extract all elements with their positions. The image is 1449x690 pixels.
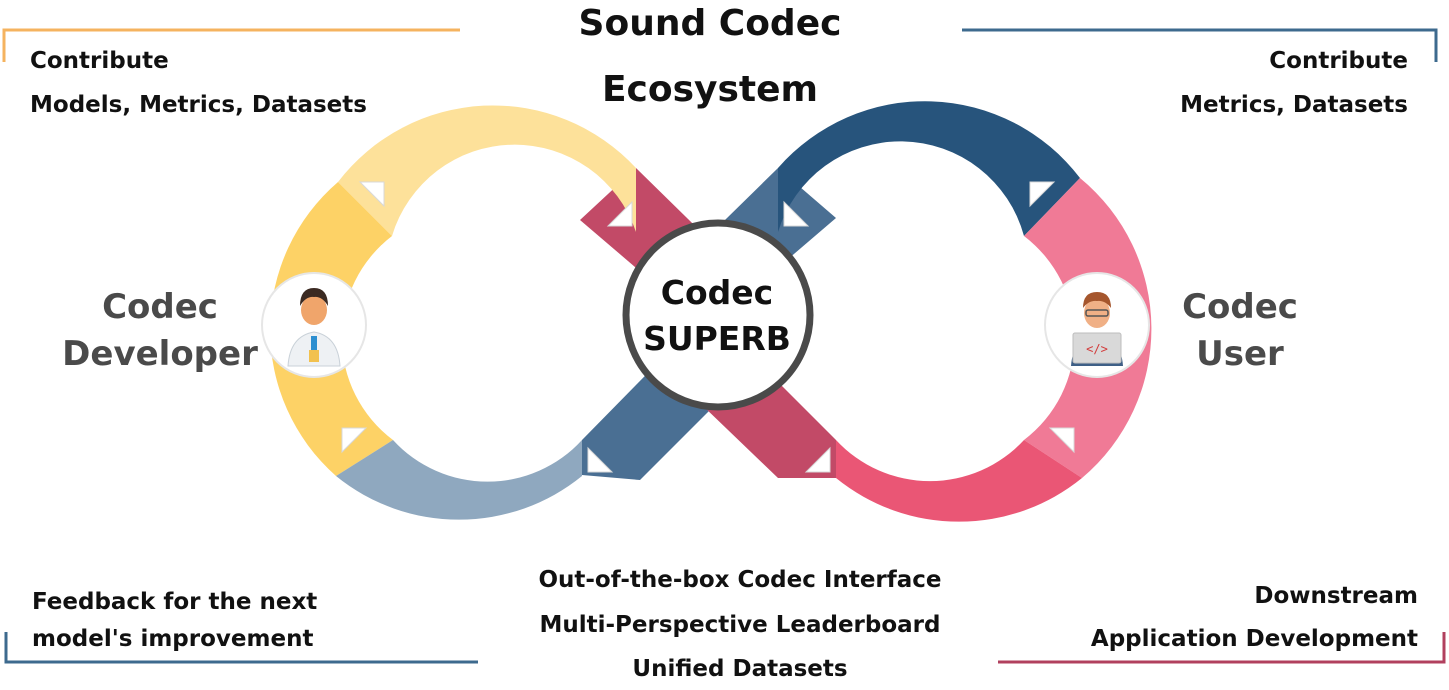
direction-arrow-markers <box>341 181 1075 473</box>
bottom-left-text-line-2: model's improvement <box>32 626 314 652</box>
right-loop-bottom-segment <box>836 440 1082 522</box>
developer-label-line-2: Developer <box>62 334 258 374</box>
arrow-marker-icon <box>606 200 633 227</box>
center-label-line-2: SUPERB <box>643 319 791 358</box>
arrow-marker-icon <box>1029 181 1056 208</box>
right-loop-top-segment <box>778 101 1080 236</box>
user-label-line-2: User <box>1196 334 1284 374</box>
bottom-left-text-line-1: Feedback for the next <box>32 589 318 615</box>
title-line-1: Sound Codec <box>578 3 842 44</box>
developer-avatar-icon <box>261 272 367 378</box>
bottom-right-text-line-1: Downstream <box>1254 583 1418 609</box>
bottom-right-bracket-line <box>998 632 1446 664</box>
developer-label-line-1: Codec <box>102 287 218 327</box>
center-label-line-1: Codec <box>660 273 774 312</box>
feature-item: Out-of-the-box Codec Interface <box>538 567 942 593</box>
arrow-marker-icon <box>341 427 368 454</box>
top-right-text-line-2: Metrics, Datasets <box>1180 92 1408 118</box>
center-circle <box>622 219 814 411</box>
arrow-marker-icon <box>1048 427 1075 454</box>
bottom-right-text-line-2: Application Development <box>1090 626 1418 652</box>
bottom-left-bracket-line <box>4 632 478 664</box>
arrow-marker-icon <box>358 181 385 208</box>
feature-item: Unified Datasets <box>632 656 848 682</box>
arrow-marker-icon <box>587 446 614 473</box>
svg-text:</>: </> <box>1086 342 1108 356</box>
title-line-2: Ecosystem <box>601 69 819 110</box>
user-label-line-1: Codec <box>1182 287 1298 327</box>
arrow-marker-icon <box>783 200 810 227</box>
programmer-avatar-icon: </> <box>1044 272 1150 378</box>
feature-item: Multi-Perspective Leaderboard <box>539 612 941 638</box>
top-left-text-line-2: Models, Metrics, Datasets <box>30 92 367 118</box>
top-right-text-line-1: Contribute <box>1269 48 1408 74</box>
arrow-marker-icon <box>804 446 831 473</box>
left-loop-top-segment <box>338 105 636 236</box>
top-left-bracket-line <box>2 28 460 62</box>
top-right-bracket-line <box>962 28 1438 62</box>
left-loop-bottom-segment <box>336 440 582 520</box>
top-left-text-line-1: Contribute <box>30 48 169 74</box>
